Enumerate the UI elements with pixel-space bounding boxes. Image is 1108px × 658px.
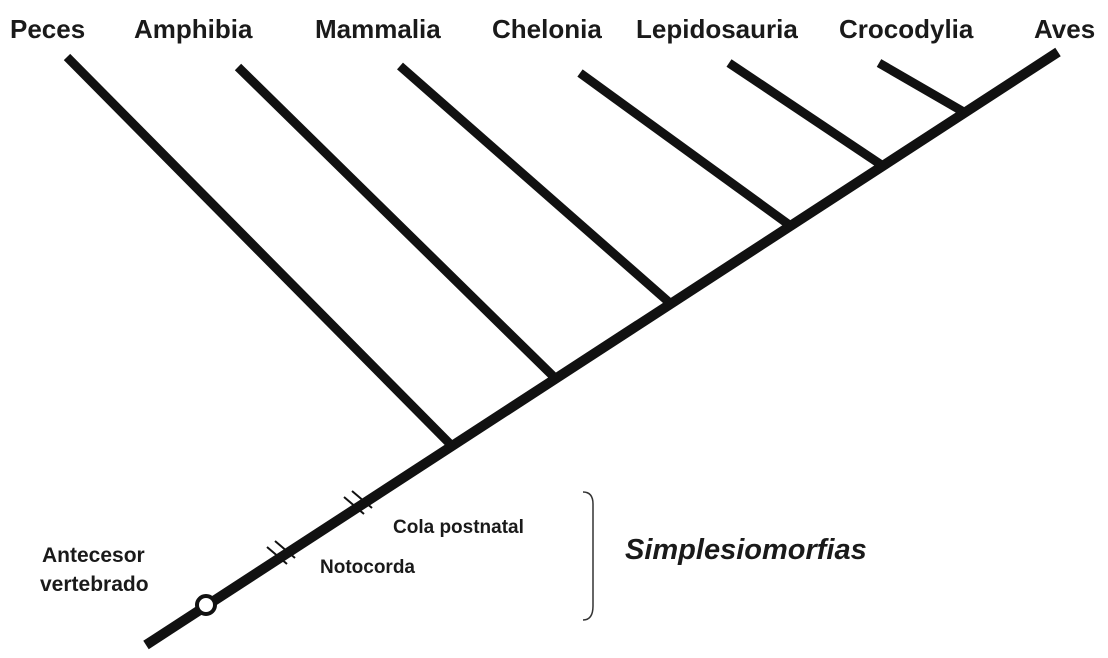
branch-crocodylia [876,59,965,115]
taxon-label-chelonia: Chelonia [492,14,602,44]
taxon-label-crocodylia: Crocodylia [839,14,974,44]
ancestor-node [195,594,217,616]
taxon-label-aves: Aves [1034,14,1095,44]
taxon-label-amphibia: Amphibia [134,14,253,44]
taxon-label-mammalia: Mammalia [315,14,441,44]
bracket [582,491,594,621]
branch-peces [63,53,457,451]
taxon-label-peces: Peces [10,14,85,44]
simplesiomorfias-label: Simplesiomorfias [625,534,867,566]
branch-amphibia [234,63,560,383]
branch-chelonia [577,69,791,228]
character-label-cola-postnatal: Cola postnatal [393,517,524,538]
branch-mammalia [397,62,674,308]
notocorda-tick [266,540,296,565]
cola-postnatal-tick [343,490,373,515]
branch-lepidosauria [726,59,883,168]
taxon-label-lepidosauria: Lepidosauria [636,14,798,44]
main-trunk [143,47,1061,650]
root-label-line2: vertebrado [40,573,149,596]
root-label-line1: Antecesor [42,544,145,567]
character-label-notocorda: Notocorda [320,557,415,578]
